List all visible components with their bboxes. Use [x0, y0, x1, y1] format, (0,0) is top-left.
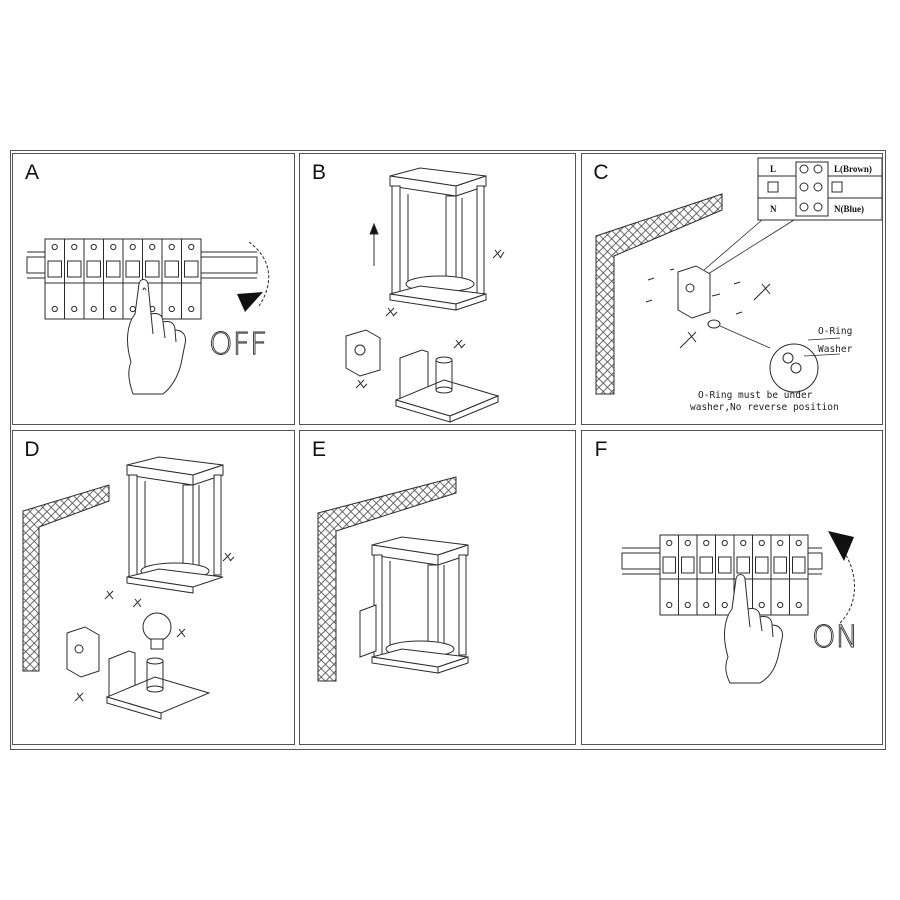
breaker-screw-top — [795, 539, 802, 547]
breaker-screw-top — [740, 539, 747, 547]
breaker-toggle — [86, 260, 101, 278]
breaker-screw-top — [188, 243, 195, 251]
breaker-screw-top — [71, 243, 78, 251]
breaker-screw-bottom — [777, 601, 784, 609]
breaker-toggle — [681, 556, 695, 574]
terminal-right-neutral: N(Blue) — [834, 204, 864, 214]
breaker-screw-bottom — [721, 601, 728, 609]
on-label: ON — [812, 620, 858, 655]
panel-f-letter: F — [586, 435, 616, 465]
breaker-screw-bottom — [703, 601, 710, 609]
breaker-module — [181, 238, 202, 320]
panel-b: B — [299, 153, 576, 425]
breaker-toggle — [125, 260, 140, 278]
breaker-toggle — [67, 260, 82, 278]
breaker-screw-bottom — [110, 305, 117, 313]
breaker-screw-top — [129, 243, 136, 251]
breaker-toggle — [773, 556, 787, 574]
breaker-toggle — [792, 556, 806, 574]
breaker-off-illustration: OFF — [26, 238, 270, 395]
breaker-screw-bottom — [71, 305, 78, 313]
breaker-toggle — [662, 556, 676, 574]
breaker-screw-bottom — [129, 305, 136, 313]
instruction-sheet-frame — [10, 150, 886, 750]
breaker-screw-top — [51, 243, 58, 251]
breaker-screw-bottom — [90, 305, 97, 313]
breaker-toggle — [164, 260, 179, 278]
breaker-screw-bottom — [666, 601, 673, 609]
breaker-screw-top — [721, 539, 728, 547]
breaker-toggle — [106, 260, 121, 278]
panel-e: E — [299, 430, 576, 745]
breaker-screw-top — [666, 539, 673, 547]
panel-c: C L L(Brown) N N(Blue) — [581, 153, 883, 425]
terminal-left-neutral: N — [770, 204, 777, 214]
panel-d-letter: D — [17, 435, 47, 465]
panel-d: D — [12, 430, 295, 745]
breaker-screw-bottom — [188, 305, 195, 313]
terminal-left-live: L — [770, 164, 776, 174]
panel-f: F ON — [581, 430, 883, 745]
breaker-screw-bottom — [51, 305, 58, 313]
breaker-screw-top — [168, 243, 175, 251]
breaker-toggle — [145, 260, 160, 278]
breaker-screw-bottom — [795, 601, 802, 609]
wiring-illustration: L L(Brown) N N(Blue) O-Ring Washer — [595, 157, 882, 413]
breaker-screw-bottom — [168, 305, 175, 313]
breaker-screw-bottom — [758, 601, 765, 609]
mounted-lantern-illustration — [317, 476, 469, 682]
breaker-screw-top — [90, 243, 97, 251]
panel-a-letter: A — [17, 158, 47, 188]
oring-label: O-Ring — [818, 326, 852, 337]
off-label: OFF — [209, 327, 267, 362]
panel-b-letter: B — [304, 158, 334, 188]
oring-note-line2: washer,No reverse position — [690, 402, 839, 413]
breaker-screw-top — [110, 243, 117, 251]
breaker-toggle — [736, 556, 750, 574]
breaker-module — [789, 534, 809, 616]
breaker-screw-top — [758, 539, 765, 547]
breaker-toggle — [184, 260, 199, 278]
breaker-toggle — [47, 260, 62, 278]
panel-c-letter: C — [586, 158, 616, 188]
washer-label: Washer — [818, 344, 853, 355]
terminal-right-live: L(Brown) — [834, 164, 872, 174]
breaker-toggle — [699, 556, 713, 574]
oring-note-line1: O-Ring must be under — [698, 390, 813, 401]
install-bulb-illustration — [22, 456, 235, 720]
panel-e-letter: E — [304, 435, 334, 465]
breaker-on-illustration: ON — [621, 531, 859, 684]
breaker-screw-top — [703, 539, 710, 547]
panel-a: A OFF — [12, 153, 295, 425]
breaker-screw-bottom — [684, 601, 691, 609]
breaker-toggle — [755, 556, 769, 574]
disassemble-lantern-illustration — [345, 167, 505, 423]
breaker-screw-top — [149, 243, 156, 251]
breaker-screw-top — [777, 539, 784, 547]
breaker-screw-top — [684, 539, 691, 547]
breaker-toggle — [718, 556, 732, 574]
